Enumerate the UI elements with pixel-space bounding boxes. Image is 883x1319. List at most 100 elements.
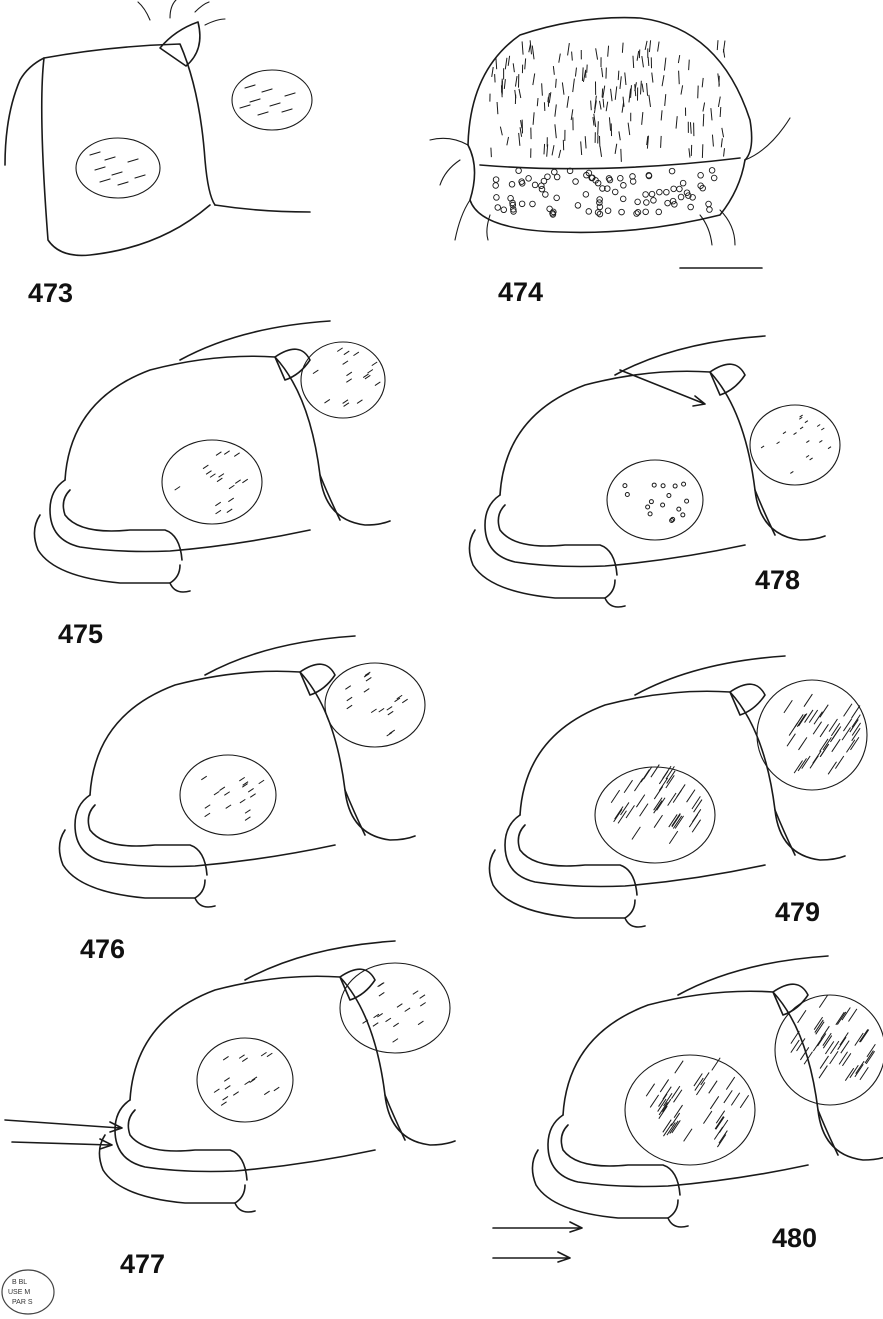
figure-475-inset-right (301, 342, 385, 418)
seta (662, 75, 664, 86)
seta (552, 145, 554, 155)
inset-seta (797, 714, 805, 727)
seta (702, 78, 703, 87)
puncture (493, 177, 499, 183)
puncture (547, 206, 553, 212)
puncture (501, 207, 507, 213)
seta (568, 43, 570, 55)
inset-seta (240, 799, 245, 803)
seta (515, 90, 516, 98)
inset-seta (805, 710, 813, 723)
inset-seta (805, 421, 808, 423)
seta (533, 73, 535, 85)
seta (515, 76, 517, 86)
seta (608, 46, 609, 57)
puncture (665, 200, 671, 206)
seta (533, 112, 534, 124)
inset-seta (671, 1086, 679, 1099)
seta (690, 122, 691, 134)
inset-seta (313, 370, 318, 374)
puncture (644, 200, 650, 206)
inset-seta (783, 432, 786, 434)
seta (496, 57, 497, 69)
seta (712, 135, 713, 147)
inset-seta (867, 1044, 875, 1057)
puncture (493, 183, 499, 189)
seta (598, 121, 599, 135)
inset-seta (344, 351, 349, 355)
inset-seta (717, 1134, 725, 1147)
seta (522, 41, 523, 54)
puncture (612, 189, 618, 195)
puncture (519, 201, 525, 207)
inset-seta (790, 471, 793, 473)
inset-seta (800, 415, 803, 417)
figure-label-477: 477 (120, 1249, 165, 1279)
inset-seta (800, 427, 803, 429)
inset-seta (203, 465, 208, 469)
figure-473-drawing (5, 0, 312, 255)
inset-seta (787, 734, 795, 747)
seta (583, 71, 585, 82)
seta (559, 150, 561, 158)
inset-seta (819, 995, 827, 1008)
inset-seta (859, 1029, 867, 1042)
inset-seta (667, 494, 671, 498)
inset-seta (626, 805, 634, 818)
seta (615, 86, 617, 99)
inset-seta (674, 1090, 682, 1103)
inset-seta (216, 510, 221, 514)
inset-seta (675, 816, 683, 829)
inset-seta (217, 478, 222, 482)
seta (513, 63, 514, 72)
inset-seta (219, 787, 224, 791)
inset-seta (225, 1086, 230, 1090)
seta (717, 40, 718, 50)
inset-seta (379, 992, 384, 996)
inset-seta (832, 739, 840, 752)
inset-seta (866, 1051, 874, 1064)
inset-seta (784, 700, 792, 713)
inset-seta (224, 451, 229, 455)
seta (720, 107, 721, 117)
inset-seta (372, 362, 377, 366)
inset-seta (731, 1093, 739, 1106)
inset-seta (777, 442, 780, 444)
seta (559, 54, 561, 63)
figure-label-474: 474 (498, 277, 543, 307)
seta (641, 81, 642, 95)
inset-seta (761, 446, 764, 448)
inset-setae-patterns (175, 348, 876, 1147)
puncture (680, 180, 686, 186)
puncture (545, 174, 551, 180)
inset-seta (248, 788, 253, 792)
puncture (516, 168, 522, 174)
seta (633, 56, 634, 68)
seta (508, 56, 509, 66)
inset-seta (810, 458, 813, 460)
inset-seta (675, 1061, 683, 1074)
seta (703, 114, 704, 126)
seta (618, 71, 619, 80)
puncture (543, 192, 549, 198)
inset-seta (692, 796, 700, 809)
inset-seta (345, 686, 350, 690)
figure-480-inset-right (775, 995, 883, 1105)
seta (500, 127, 502, 136)
seta (555, 104, 556, 116)
inset-seta (821, 428, 824, 430)
puncture (688, 204, 694, 210)
seta (505, 58, 507, 70)
inset-seta (806, 441, 809, 443)
seta (703, 103, 705, 112)
seta (555, 124, 556, 138)
inset-seta (682, 482, 686, 486)
inset-seta (681, 513, 685, 517)
inset-seta (344, 403, 349, 407)
seta (606, 102, 608, 111)
inset-seta (420, 995, 425, 999)
puncture (508, 195, 514, 201)
inset-seta (661, 503, 665, 507)
figure-478-inset-right (750, 405, 840, 485)
figure-474-drawing (430, 18, 790, 268)
